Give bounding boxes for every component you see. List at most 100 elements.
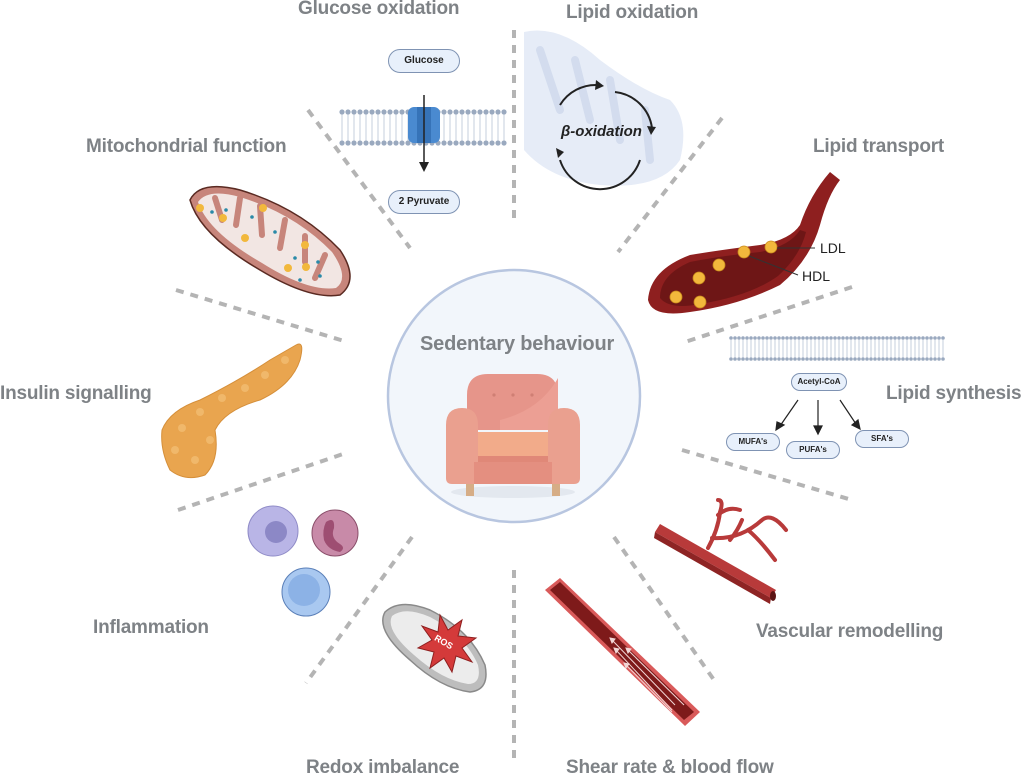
lipid-head	[345, 109, 351, 115]
annotation-hdl: HDL	[802, 268, 831, 284]
lipid-head	[729, 336, 733, 340]
lipid-head	[785, 357, 789, 361]
lipid-head	[733, 357, 737, 361]
label-insulin-signalling: Insulin signalling	[0, 383, 152, 404]
lipid-head	[857, 357, 861, 361]
lipid-head	[929, 336, 933, 340]
lipid-head	[809, 336, 813, 340]
lipid-head	[861, 357, 865, 361]
macrophage-cell	[247, 505, 299, 557]
pill-acetyl-coa: Acetyl-CoA	[791, 373, 847, 391]
lipid-head	[845, 336, 849, 340]
lipid-head	[471, 109, 477, 115]
lipid-head	[801, 357, 805, 361]
lipid-head	[399, 109, 405, 115]
lipid-head	[913, 336, 917, 340]
lipid-head	[897, 336, 901, 340]
lipid-head	[917, 357, 921, 361]
lipid-head	[351, 140, 357, 146]
lipid-head	[453, 140, 459, 146]
lipid-head	[483, 109, 489, 115]
lipid-head	[893, 357, 897, 361]
lipid-head	[761, 357, 765, 361]
lipid-head	[861, 336, 865, 340]
label-lipid-transport: Lipid transport	[813, 136, 945, 157]
lipid-head	[761, 336, 765, 340]
lipid-head	[857, 336, 861, 340]
lipid-head	[877, 336, 881, 340]
lipid-head	[805, 336, 809, 340]
lipid-head	[393, 109, 399, 115]
lipid-head	[789, 336, 793, 340]
lipid-head	[357, 140, 363, 146]
lipid-head	[789, 357, 793, 361]
lipid-head	[917, 336, 921, 340]
lipid-head	[841, 336, 845, 340]
lipid-head	[873, 357, 877, 361]
lipid-head	[745, 336, 749, 340]
lipid-head	[901, 336, 905, 340]
lipid-head	[893, 336, 897, 340]
lipid-head	[381, 109, 387, 115]
lipid-head	[363, 109, 369, 115]
lipid-head	[777, 336, 781, 340]
lipid-head	[913, 357, 917, 361]
lipid-head	[447, 140, 453, 146]
lipid-head	[853, 357, 857, 361]
lipid-head	[489, 109, 495, 115]
lipid-head	[801, 336, 805, 340]
lipid-head	[885, 357, 889, 361]
lipid-head	[841, 357, 845, 361]
lipid-head	[921, 336, 925, 340]
lipid-head	[495, 109, 501, 115]
lipid-head	[745, 357, 749, 361]
lipid-head	[441, 109, 447, 115]
lipid-head	[793, 336, 797, 340]
pill-pufas: PUFA's	[786, 441, 840, 459]
lipid-head	[501, 140, 507, 146]
lipid-head	[741, 336, 745, 340]
lipid-head	[817, 357, 821, 361]
lipid-head	[941, 336, 945, 340]
lipid-head	[351, 109, 357, 115]
lipid-head	[765, 336, 769, 340]
lipid-head	[805, 357, 809, 361]
lipid-head	[495, 140, 501, 146]
lipid-head	[501, 109, 507, 115]
lipoprotein	[692, 271, 706, 285]
lipid-head	[909, 357, 913, 361]
lipid-head	[869, 336, 873, 340]
label-glucose-oxidation: Glucose oxidation	[298, 0, 460, 19]
lipid-head	[793, 357, 797, 361]
lipid-head	[781, 357, 785, 361]
lipid-head	[937, 336, 941, 340]
lipid-head	[873, 336, 877, 340]
lipid-head	[785, 336, 789, 340]
divider-inflammation-redox	[304, 535, 414, 685]
lipid-head	[387, 109, 393, 115]
lipid-head	[753, 357, 757, 361]
lipid-head	[465, 140, 471, 146]
lipid-head	[845, 357, 849, 361]
annotation-ldl: LDL	[820, 240, 846, 256]
lipid-head	[477, 140, 483, 146]
lipid-head	[825, 357, 829, 361]
lipid-head	[869, 357, 873, 361]
lipid-head	[781, 336, 785, 340]
lipid-head	[741, 357, 745, 361]
lipid-head	[933, 336, 937, 340]
lipid-head	[833, 336, 837, 340]
lipid-head	[905, 336, 909, 340]
lipoprotein	[712, 258, 726, 272]
center-title: Sedentary behaviour	[420, 333, 615, 355]
lipid-head	[441, 140, 447, 146]
lipid-head	[765, 357, 769, 361]
lipid-head	[405, 140, 411, 146]
lipid-head	[381, 140, 387, 146]
armchair-icon	[446, 374, 580, 498]
lipid-head	[757, 357, 761, 361]
